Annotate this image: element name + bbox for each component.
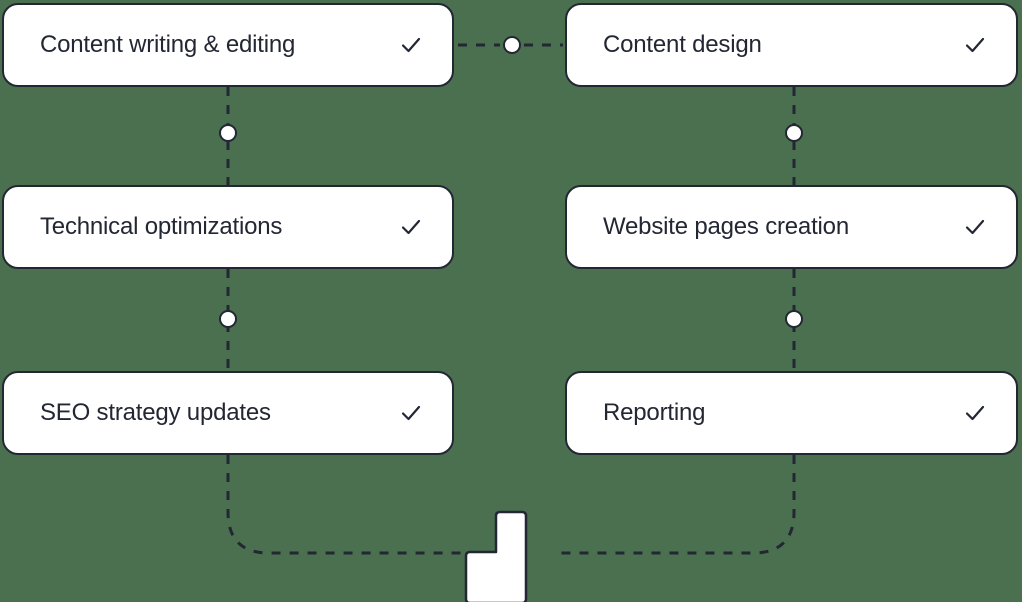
connector-node-left-upper bbox=[219, 124, 237, 142]
connector-node-right-upper bbox=[785, 124, 803, 142]
card-reporting[interactable]: Reporting bbox=[565, 371, 1018, 455]
card-content-design[interactable]: Content design bbox=[565, 3, 1018, 87]
card-label: Content writing & editing bbox=[40, 30, 296, 58]
connector-bottom-right-curve bbox=[556, 455, 796, 555]
card-label: Reporting bbox=[603, 398, 706, 426]
check-icon bbox=[396, 30, 426, 60]
card-content-writing[interactable]: Content writing & editing bbox=[2, 3, 454, 87]
connector-node-top-horizontal bbox=[503, 36, 521, 54]
check-icon bbox=[396, 212, 426, 242]
check-icon bbox=[396, 398, 426, 428]
check-icon bbox=[960, 398, 990, 428]
stair-step-shape bbox=[464, 510, 528, 602]
card-label: Technical optimizations bbox=[40, 212, 283, 240]
card-website-pages-creation[interactable]: Website pages creation bbox=[565, 185, 1018, 269]
card-label: SEO strategy updates bbox=[40, 398, 271, 426]
check-icon bbox=[960, 212, 990, 242]
connector-bottom-left-curve bbox=[226, 455, 466, 555]
check-icon bbox=[960, 30, 990, 60]
card-label: Content design bbox=[603, 30, 762, 58]
card-technical-optimizations[interactable]: Technical optimizations bbox=[2, 185, 454, 269]
card-seo-strategy-updates[interactable]: SEO strategy updates bbox=[2, 371, 454, 455]
connector-node-left-lower bbox=[219, 310, 237, 328]
connector-node-right-lower bbox=[785, 310, 803, 328]
card-label: Website pages creation bbox=[603, 212, 849, 240]
